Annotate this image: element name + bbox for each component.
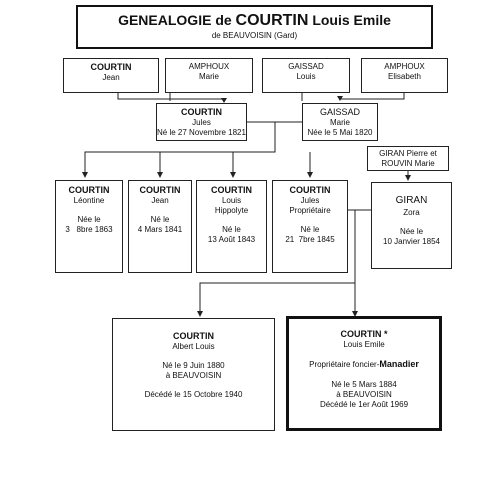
birth-date: Né le 9 Juin 1880 — [162, 361, 225, 371]
birth-date: Né le 27 Novembre 1821 — [157, 128, 246, 138]
given-name: Marie — [329, 118, 350, 128]
title-given: Louis Emile — [308, 12, 391, 28]
person-box-louis-hippolyte-courtin: COURTIN Louis Hippolyte Né le 13 Août 18… — [196, 180, 267, 273]
birth-label: Né le — [300, 225, 320, 235]
birth-place: à BEAUVOISIN — [336, 389, 392, 399]
given-name: Zora — [403, 207, 420, 217]
surname: COURTIN — [139, 185, 181, 195]
given-name: Marie — [198, 72, 219, 81]
death-date: Décédé le 1er Août 1969 — [319, 399, 409, 409]
surname: COURTIN — [289, 185, 331, 195]
person-box-giran-parents: GIRAN Pierre et ROUVIN Marie — [367, 146, 449, 171]
surname: GIRAN — [395, 195, 428, 206]
person-box-louis-emile-courtin: COURTIN * Louis Emile Propriétaire fonci… — [286, 316, 442, 431]
occupation: Propriétaire — [289, 206, 331, 216]
birth-date: Née le 5 Mai 1820 — [307, 128, 373, 138]
surname: COURTIN — [181, 107, 222, 117]
surname: AMPHOUX — [384, 62, 425, 71]
occupation: Propriétaire foncier-Manadier — [289, 359, 439, 370]
parents-line-2: ROUVIN Marie — [381, 159, 435, 168]
given-name: Albert Louis — [172, 342, 215, 352]
given-name: Jules — [300, 196, 320, 206]
birth-date: Né le 5 Mars 1884 — [331, 379, 397, 389]
surname: GAISSAD — [288, 62, 324, 71]
title-surname: COURTIN — [235, 12, 309, 29]
person-box-leontine-courtin: COURTIN Léontine Née le 3 8bre 1863 — [55, 180, 123, 273]
given-name-2: Hippolyte — [214, 206, 249, 216]
surname: GAISSAD — [319, 107, 360, 117]
title-subtitle: de BEAUVOISIN (Gard) — [211, 31, 298, 40]
surname: COURTIN * — [340, 329, 388, 339]
surname: COURTIN — [173, 331, 214, 341]
occupation-prefix: Propriétaire foncier- — [309, 360, 380, 370]
birth-date: 21 7bre 1845 — [285, 235, 335, 245]
person-box-louis-gaissad: GAISSAD Louis — [262, 58, 350, 93]
person-box-jean-courtin-jr: COURTIN Jean Né le 4 Mars 1841 — [128, 180, 192, 273]
birth-label: Né le — [222, 225, 241, 235]
birth-place: à BEAUVOISIN — [165, 371, 222, 381]
given-name: Louis Emile — [343, 340, 385, 350]
person-box-marie-gaissad: GAISSAD Marie Née le 5 Mai 1820 — [302, 103, 378, 141]
given-name: Léontine — [73, 196, 105, 206]
surname: COURTIN — [90, 62, 132, 72]
birth-date: 10 Janvier 1854 — [383, 236, 440, 246]
person-box-zora-giran: GIRAN Zora Née le 10 Janvier 1854 — [371, 182, 452, 269]
title-box: GENEALOGIE de COURTIN Louis Emile de BEA… — [76, 5, 433, 49]
given-name: Jean — [151, 196, 169, 206]
person-box-elisabeth-amphoux: AMPHOUX Elisabeth — [361, 58, 448, 93]
surname: COURTIN — [68, 185, 110, 195]
given-name: Louis — [221, 196, 242, 206]
occupation-bold: Manadier — [379, 359, 419, 370]
birth-date: 4 Mars 1841 — [137, 225, 183, 235]
death-date: Décédé le 15 Octobre 1940 — [144, 390, 243, 400]
given-name: Jules — [192, 118, 211, 128]
birth-label: Née le — [77, 215, 101, 225]
person-box-jules-courtin-proprietaire: COURTIN Jules Propriétaire Né le 21 7bre… — [272, 180, 348, 273]
given-name: Elisabeth — [388, 72, 421, 81]
surname: COURTIN — [211, 185, 252, 195]
surname: AMPHOUX — [188, 62, 230, 71]
person-box-jules-courtin: COURTIN Jules Né le 27 Novembre 1821 — [156, 103, 247, 141]
birth-label: Née le — [399, 226, 424, 236]
birth-label: Né le — [150, 215, 170, 225]
birth-date: 3 8bre 1863 — [65, 225, 113, 235]
birth-date: 13 Août 1843 — [207, 235, 256, 245]
person-box-albert-louis-courtin: COURTIN Albert Louis Né le 9 Juin 1880 à… — [112, 318, 275, 431]
parents-line-1: GIRAN Pierre et — [379, 149, 437, 158]
page-title: GENEALOGIE de COURTIN Louis Emile — [78, 11, 431, 31]
person-box-jean-courtin: COURTIN Jean — [63, 58, 159, 93]
person-box-marie-amphoux: AMPHOUX Marie — [165, 58, 253, 93]
given-name: Louis — [296, 72, 316, 81]
given-name: Jean — [102, 73, 120, 83]
title-prefix: GENEALOGIE de — [118, 12, 236, 28]
